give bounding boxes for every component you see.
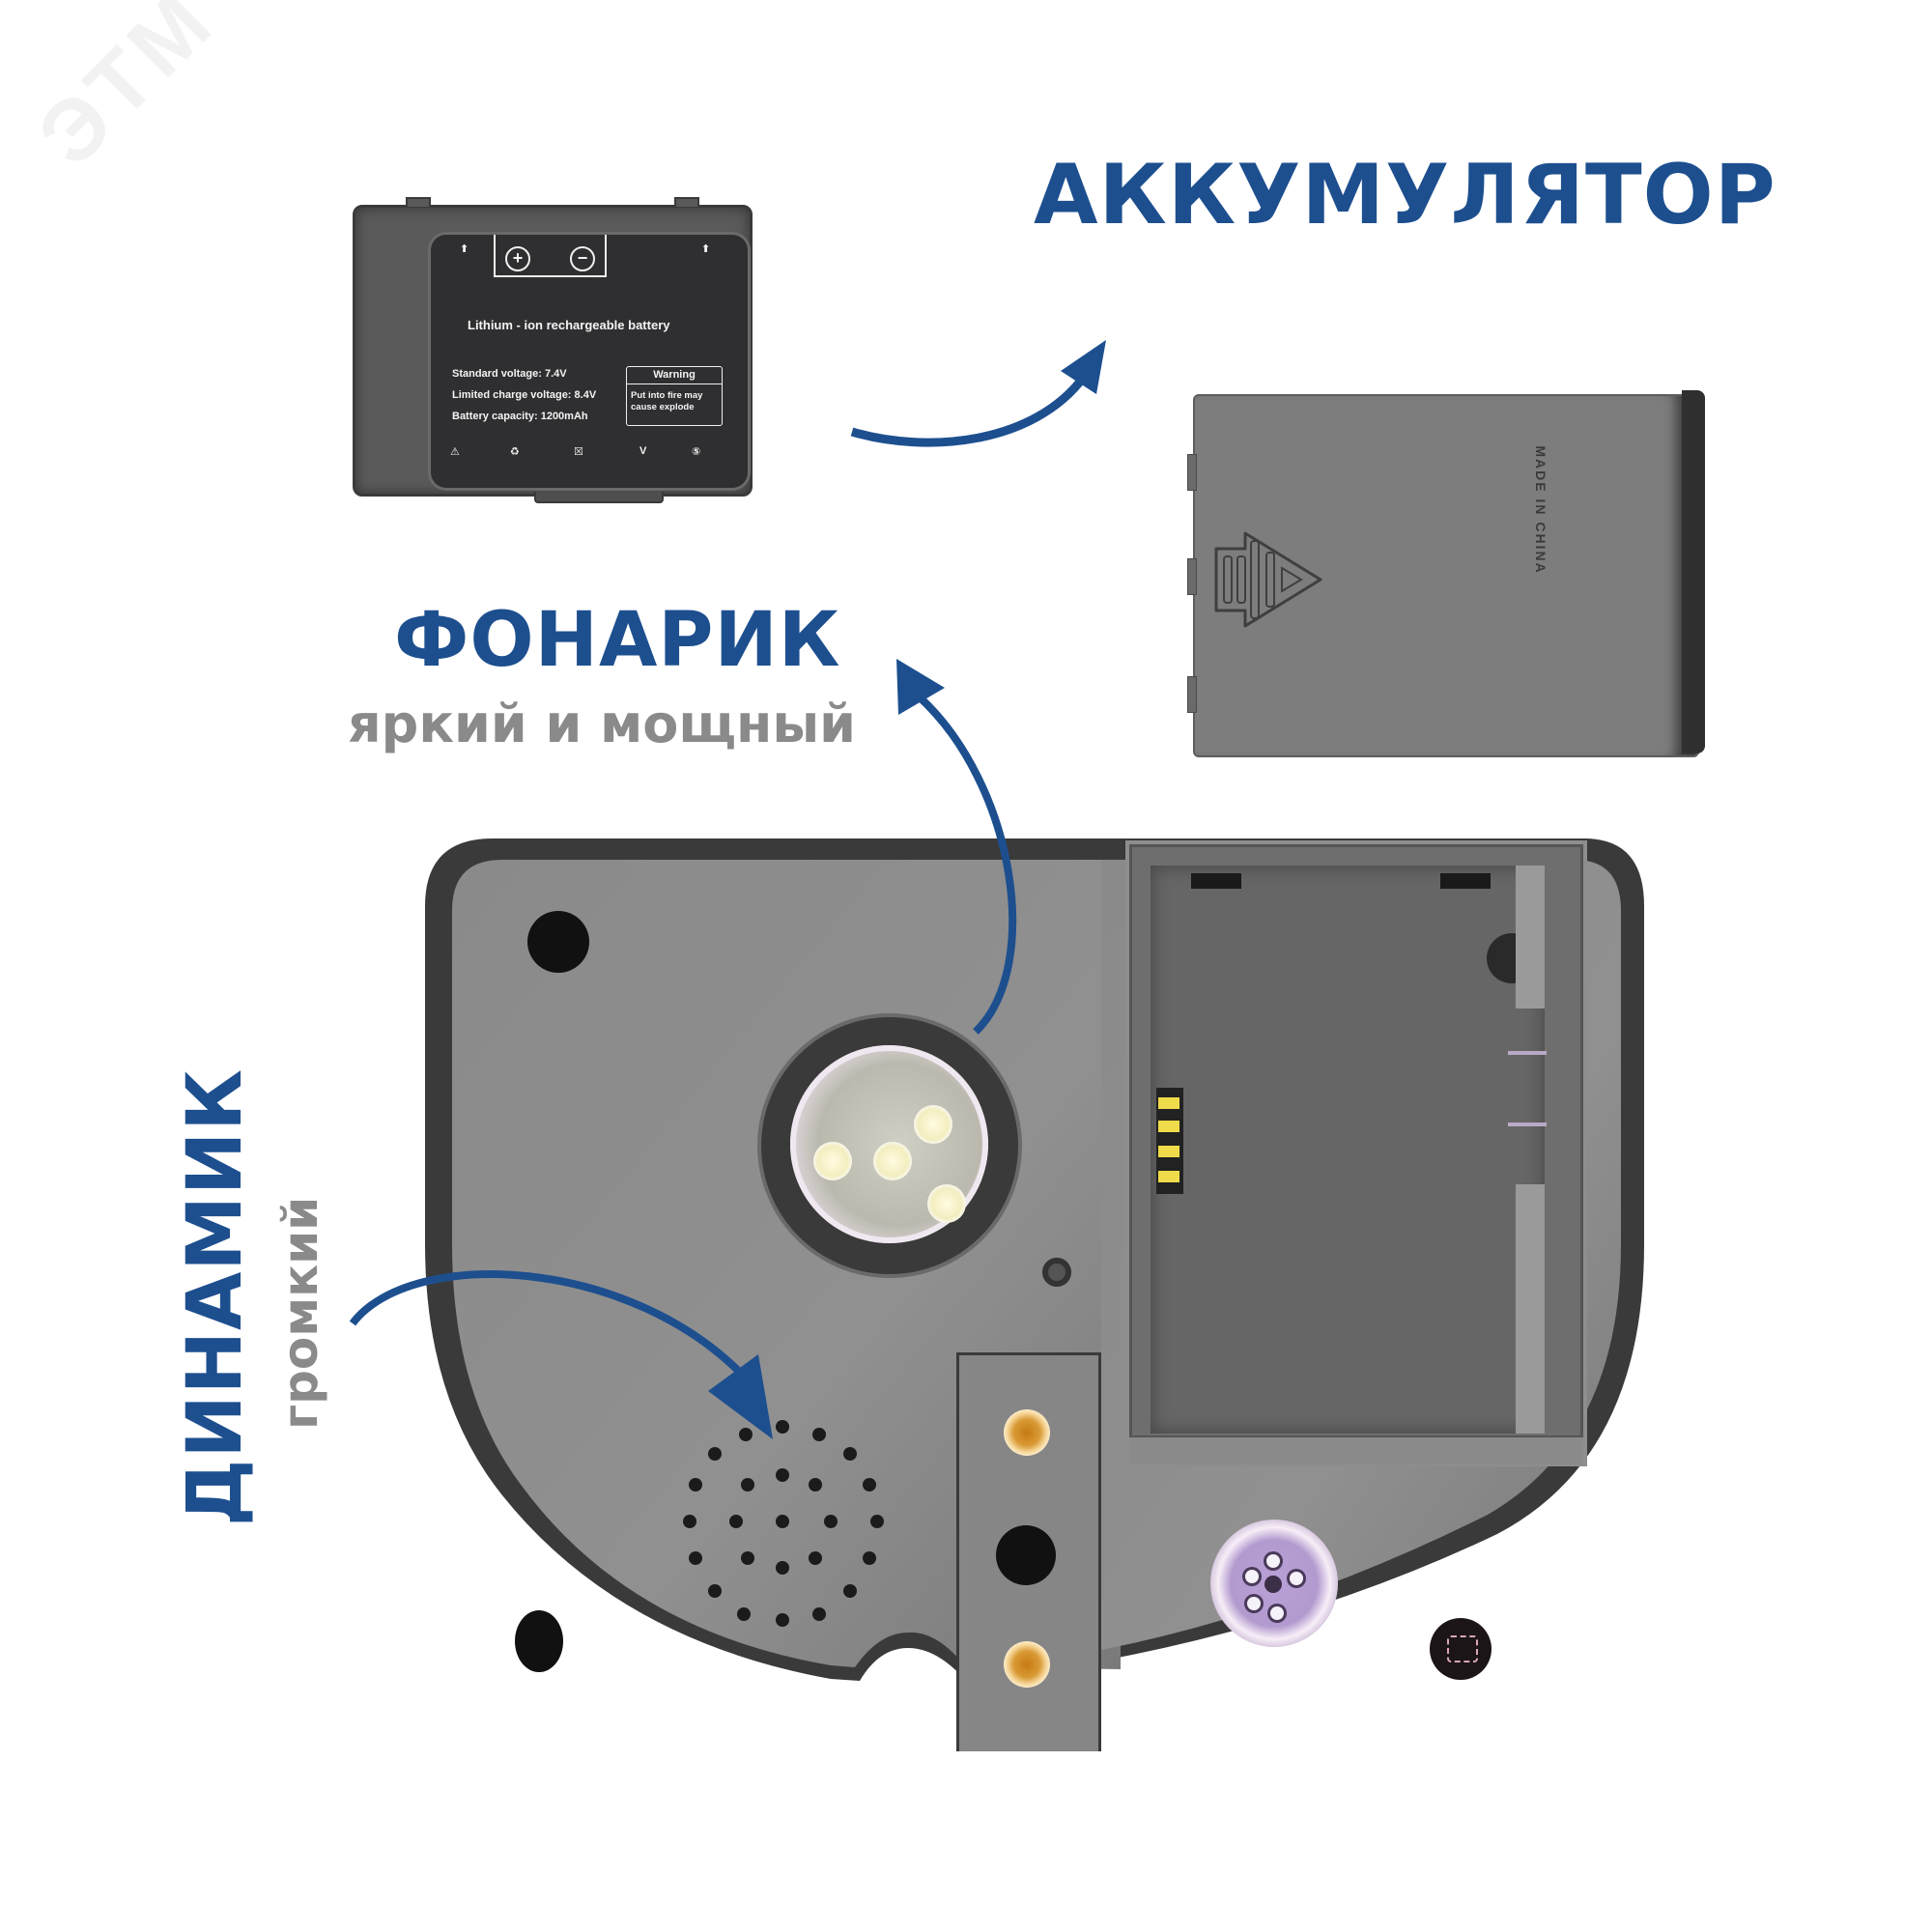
flashlight-callout-subtitle: яркий и мощный	[348, 694, 856, 754]
arrow-up-icon: ⬆	[701, 243, 711, 255]
side-rail	[1516, 866, 1545, 1009]
led-icon	[914, 1105, 952, 1144]
arrow-up-icon: ⬆	[460, 243, 469, 255]
mini-connector[interactable]	[1430, 1618, 1492, 1680]
speaker-callout-subtitle: громкий	[272, 1196, 328, 1430]
din-connector[interactable]	[1210, 1520, 1338, 1647]
microphone-hole	[1042, 1258, 1071, 1287]
guide-pin	[1508, 1051, 1547, 1055]
battery-terminals	[1156, 1088, 1183, 1194]
battery-tab	[406, 197, 431, 207]
warning-body: Put into fire may cause explode	[631, 390, 702, 413]
warning-title: Warning	[627, 369, 722, 384]
charging-contact	[1004, 1409, 1050, 1456]
compartment-cavity	[1151, 866, 1547, 1434]
charging-contacts-panel	[956, 1352, 1101, 1751]
latch-slot	[1191, 873, 1241, 889]
slide-arrow-icon	[1214, 531, 1322, 628]
compartment-hinge	[1129, 1435, 1583, 1464]
panel-hole	[996, 1525, 1056, 1585]
guide-pin	[1508, 1122, 1547, 1126]
spec-standard-voltage: Standard voltage: 7.4V	[452, 368, 567, 380]
flashlight-callout-title: ФОНАРИК	[394, 597, 841, 684]
cover-edge	[1682, 390, 1705, 753]
latch-slot	[1440, 873, 1491, 889]
charging-contact	[1004, 1641, 1050, 1688]
side-rail	[1516, 1184, 1545, 1434]
battery-lip	[534, 492, 664, 503]
screw-hole	[527, 911, 589, 973]
caution-icon: ⚠	[450, 446, 460, 458]
battery-label: ⬆ + − ⬆ Lithium - ion rechargeable batte…	[431, 235, 748, 488]
warning-line: cause explode	[631, 402, 695, 412]
spec-capacity: Battery capacity: 1200mAh	[452, 411, 588, 422]
plus-icon: +	[505, 246, 530, 271]
cover-clip	[1187, 676, 1197, 713]
minus-icon: −	[570, 246, 595, 271]
flashlight-lens[interactable]	[790, 1045, 988, 1243]
speaker-callout-title: ДИНАМИК	[172, 1067, 259, 1526]
battery-callout-title: АККУМУЛЯТОР	[1034, 147, 1776, 243]
arrow-to-flashlight-icon	[896, 659, 1017, 1035]
screw-hole	[515, 1610, 563, 1672]
battery-type-text: Lithium - ion rechargeable battery	[468, 318, 670, 332]
polarity-box: + −	[494, 235, 607, 277]
arrow-battery-to-cover-icon	[850, 340, 1106, 447]
warning-box: Warning Put into fire may cause explode	[626, 366, 723, 426]
brand-watermark: ЭТМ	[19, 0, 234, 185]
battery-compartment[interactable]	[1125, 840, 1587, 1466]
arrow-to-speaker-icon	[349, 1270, 773, 1439]
led-icon	[873, 1142, 912, 1180]
speaker-grille	[671, 1410, 894, 1633]
recycle-icon: ♻	[510, 446, 520, 458]
cover-clip	[1187, 454, 1197, 491]
spec-charge-voltage: Limited charge voltage: 8.4V	[452, 389, 597, 401]
led-icon	[813, 1142, 852, 1180]
battery-cover-image: MADE IN CHINA	[1187, 390, 1705, 757]
made-in-china-marking: MADE IN CHINA	[1533, 445, 1548, 575]
v-mark-icon: V	[639, 445, 647, 457]
cover-clip	[1187, 558, 1197, 595]
battery-tab	[674, 197, 699, 207]
led-icon	[927, 1184, 966, 1223]
warning-line: Put into fire may	[631, 390, 703, 401]
eco-period-5-icon: ⑤	[692, 446, 701, 458]
no-trash-bin-icon: ☒	[574, 446, 583, 458]
battery-pack-image: ⬆ + − ⬆ Lithium - ion rechargeable batte…	[353, 197, 753, 503]
